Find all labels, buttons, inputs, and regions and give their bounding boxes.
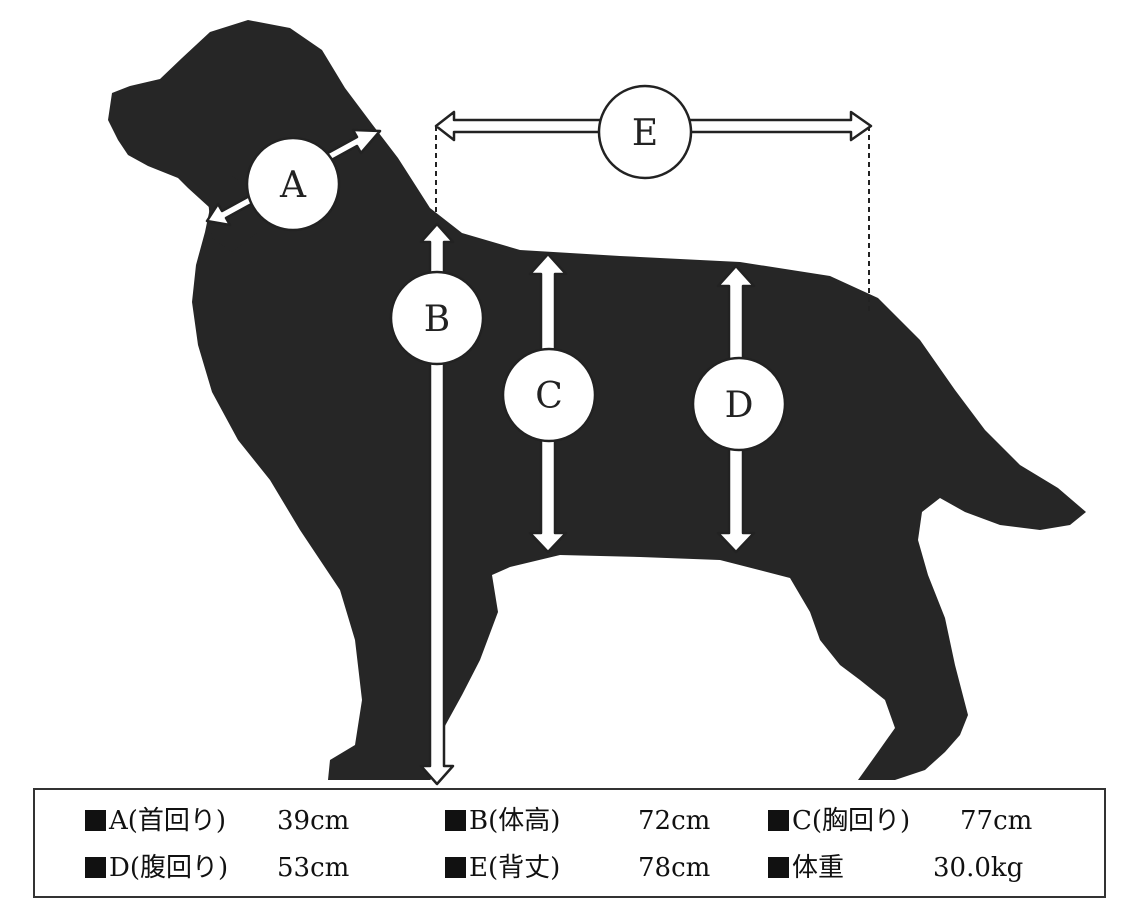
legend-label-weight: 体重 (768, 853, 844, 883)
legend-label-b: B(体高) (445, 806, 560, 836)
svg-text:C: C (535, 376, 563, 417)
marker-d: D (691, 356, 787, 452)
legend-value-c: 77cm (960, 806, 1033, 836)
legend-value-b: 72cm (638, 806, 711, 836)
black-square-icon (445, 857, 466, 878)
legend-value-a: 39cm (277, 806, 350, 836)
black-square-icon (768, 810, 789, 831)
legend-value-weight: 30.0kg (933, 853, 1024, 883)
marker-b: B (389, 270, 485, 366)
svg-text:B: B (424, 299, 450, 340)
dog-measurement-diagram: E A B C D (108, 20, 1086, 786)
marker-c: C (501, 347, 597, 443)
dog-silhouette (108, 20, 1086, 780)
svg-text:A: A (279, 165, 307, 206)
legend-label-c: C(胸回り) (768, 806, 910, 836)
svg-text:E: E (632, 113, 658, 154)
legend-value-d: 53cm (277, 853, 350, 883)
dog-body-outline (108, 20, 1086, 780)
marker-e: E (597, 84, 693, 180)
black-square-icon (85, 857, 106, 878)
measurement-legend: A(首回り) 39cm B(体高) 72cm C(胸回り) 77cm D(腹回り… (33, 788, 1106, 898)
b-arrow (419, 222, 455, 786)
black-square-icon (85, 810, 106, 831)
legend-label-d: D(腹回り) (85, 853, 228, 883)
legend-label-a: A(首回り) (85, 806, 226, 836)
legend-value-e: 78cm (638, 853, 711, 883)
marker-a: A (245, 136, 341, 232)
legend-label-e: E(背丈) (445, 853, 560, 883)
svg-text:D: D (725, 385, 754, 426)
black-square-icon (445, 810, 466, 831)
black-square-icon (768, 857, 789, 878)
